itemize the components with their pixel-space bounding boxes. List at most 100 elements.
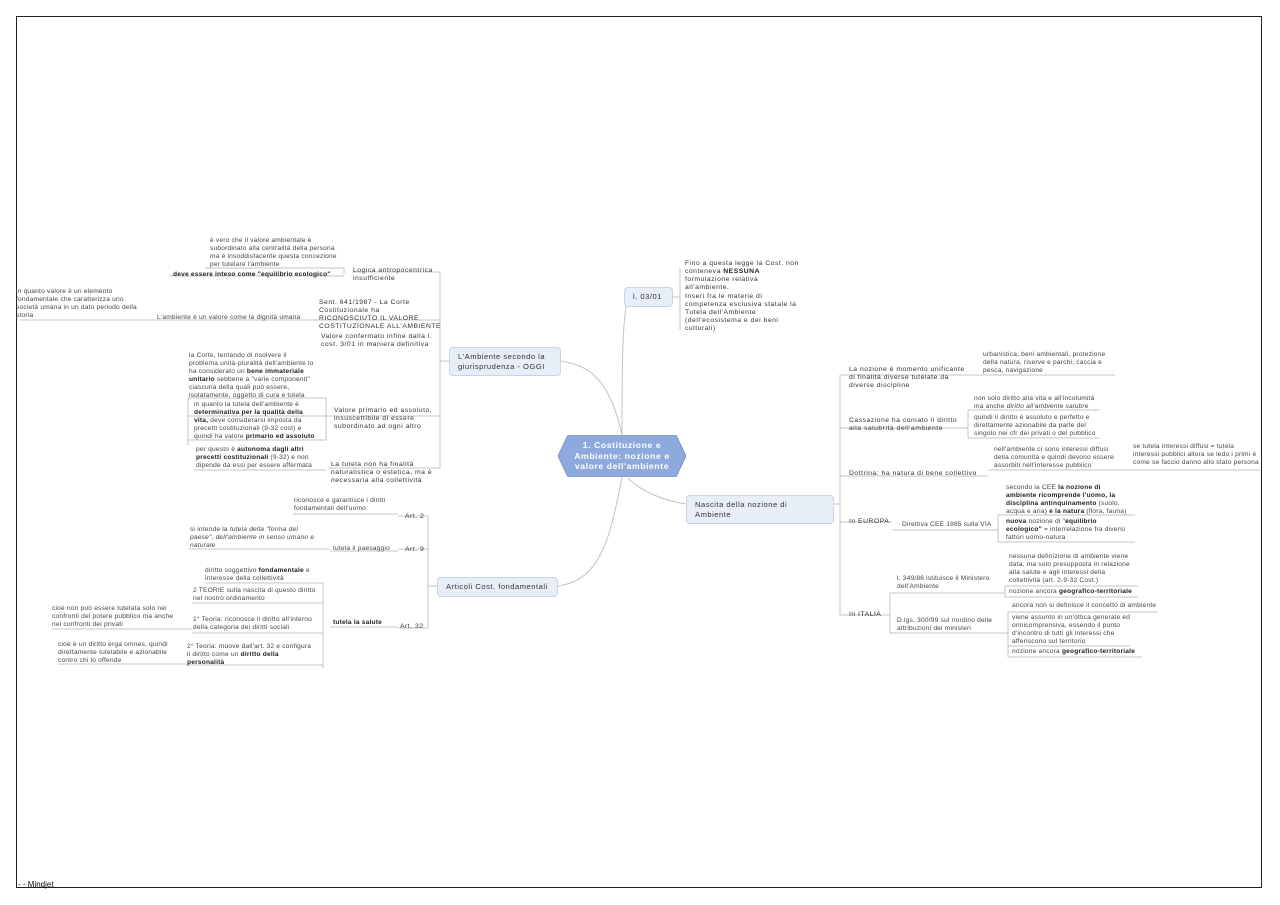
node-tutela-d: primario ed assoluto <box>245 433 315 440</box>
node-diritto-sogg-c: e interesse della collettività <box>205 567 310 582</box>
node-finalita-b: necessaria <box>331 477 369 484</box>
node-finalita-a: La tutela non ha finalità naturalistica … <box>331 461 433 476</box>
node-dlgs-300[interactable]: D.lgs. 300/99 sul riordino delle attribu… <box>897 617 993 632</box>
node-nuova-nozione[interactable]: nuova nozione di "equilibrio ecologico" … <box>1006 518 1125 542</box>
branch-nascita[interactable]: Nascita della nozione di Ambiente <box>686 495 834 524</box>
central-topic[interactable]: 1. Costituzione e Ambiente: nozione e va… <box>558 435 686 477</box>
node-quindi[interactable]: quindi il diritto è assoluto e perfetto … <box>974 414 1096 437</box>
node-non-solo-a: non solo diritto alla vita e all'incolum… <box>974 395 1095 410</box>
node-si-intende[interactable]: si intende la tutela della "forma del pa… <box>190 526 314 550</box>
node-sent-641[interactable]: Sent. 641/1987 - La Corte Costituzionale… <box>319 299 441 331</box>
node-diritto-sogg-b: fondamentale <box>258 567 304 574</box>
node-in-quanto-valore[interactable]: in quanto valore è un elemento fondament… <box>16 288 137 319</box>
node-cioe1[interactable]: cioè non può essere tutelata solo nei co… <box>52 605 174 628</box>
node-direttiva[interactable]: Direttiva CEE 1985 sulla VIA <box>902 521 992 528</box>
node-sent-641-b: RICONOSCIUTO IL VALORE COSTITUZIONALE AL… <box>319 315 442 330</box>
branch-l0301[interactable]: l. 03/01 <box>624 287 673 307</box>
node-ancora-geografico-2[interactable]: nozione ancora geografico-territoriale <box>1012 648 1135 656</box>
node-ancora1-a: nozione ancora <box>1009 588 1059 595</box>
node-fino-a[interactable]: Fino a questa legge la Cost. non contene… <box>685 260 799 292</box>
node-riconosce[interactable]: riconosce e garantisce i diritti fondame… <box>294 497 386 512</box>
node-teoria1[interactable]: 1° Teoria: riconosce il diritto all'inte… <box>193 616 313 631</box>
node-nuova-d: = interrelazione fra diversi fattori uom… <box>1006 526 1126 541</box>
node-nozione-unificante[interactable]: La nozione è momento unificante di final… <box>849 366 965 389</box>
node-per-questo[interactable]: per questo è autonoma dagli altri precet… <box>196 446 312 470</box>
node-tutela-b: determinativa per la qualità della vita, <box>194 409 304 424</box>
node-paesaggio[interactable]: tutela il paesaggio <box>333 545 390 552</box>
node-nessuna-definizione[interactable]: nessuna definizione di ambiente viene da… <box>1009 553 1130 584</box>
node-cee-b: la nozione di ambiente ricomprende l'uom… <box>1006 484 1116 507</box>
node-corte[interactable]: la Corte, tentando di risolvere il probl… <box>189 352 314 400</box>
node-secondo-cee[interactable]: secondo la CEE la nozione di ambiente ri… <box>1006 484 1127 516</box>
node-ancora1-b: geografico-territoriale <box>1058 588 1133 595</box>
node-si-intende-a: si intende la <box>190 526 230 533</box>
node-urbanistica[interactable]: urbanistica, beni ambientali, protezione… <box>983 351 1106 374</box>
node-confermato[interactable]: Valore confermato infine dalla l. cost. … <box>321 333 433 348</box>
node-europa[interactable]: In EUROPA <box>849 518 890 525</box>
node-italia[interactable]: In ITALIA <box>849 611 882 618</box>
node-diritto-soggettivo[interactable]: diritto soggettivo fondamentale e intere… <box>205 567 310 583</box>
node-due-teorie[interactable]: 2 TEORIE sulla nascita di questo diritto… <box>193 587 316 602</box>
node-ancora-geografico-1[interactable]: nozione ancora geografico-territoriale <box>1009 588 1132 596</box>
node-diritto-sogg-a: diritto soggettivo <box>205 567 259 574</box>
node-nuova-a: nuova <box>1006 518 1027 525</box>
node-tutela-a: in quanto la tutela dell'ambiente è <box>194 401 300 408</box>
branch-l0301-label: l. 03/01 <box>633 292 662 301</box>
node-si-intende-b: tutela della "forma del paese", dell'amb… <box>190 526 315 549</box>
node-per-questo-b: autonoma dagli altri precetti costituzio… <box>196 446 304 461</box>
node-ancora2-b: geografico-territoriale <box>1061 648 1136 655</box>
node-tutela-qualita[interactable]: in quanto la tutela dell'ambiente è dete… <box>194 401 315 441</box>
node-sent-641-a: Sent. 641/1987 - La Corte Costituzionale… <box>319 299 410 314</box>
node-e-vero[interactable]: è vero che il valore ambientale è subord… <box>210 237 337 268</box>
node-l349[interactable]: l. 349/86 istituisce il Ministero dell'A… <box>897 575 990 590</box>
node-tutela-salute-text: tutela la salute <box>333 619 383 626</box>
node-tutela-c: deve considerarsi imposta da precetti co… <box>194 417 302 440</box>
node-equilibrio-text: deve essere inteso come "equilibrio ecol… <box>173 271 331 278</box>
node-teoria2-a: 2° Teoria: muove dall'art. 32 e configur… <box>187 643 312 658</box>
node-non-solo-b: diritto all'ambiente salubre <box>1006 403 1089 410</box>
node-finalita-c: alla collettività <box>368 477 423 484</box>
node-cee-c: (suolo, acqua e aria) <box>1006 500 1120 515</box>
branch-giurisprudenza[interactable]: L'Ambiente secondo la giurisprudenza - O… <box>449 347 561 376</box>
node-ancora2-a: nozione ancora <box>1012 648 1062 655</box>
node-nuova-b: nozione di " <box>1026 518 1066 525</box>
footer-mindjet: - - Mindjet <box>18 880 54 889</box>
node-cioe2[interactable]: cioè è un diritto erga omnes, quindi dir… <box>58 641 168 664</box>
node-fino-a-b: NESSUNA <box>723 268 760 275</box>
node-fino-a-a: Fino a questa legge la Cost. non contene… <box>685 260 799 275</box>
branch-articoli[interactable]: Articoli Cost. fondamentali <box>437 577 558 597</box>
node-viene-assunto[interactable]: viene assunto in un'ottica generale ed o… <box>1012 614 1131 645</box>
node-corte-c: sebbene a "varie componenti" ciascuna de… <box>189 376 310 399</box>
node-art32[interactable]: Art. 32 <box>400 623 424 630</box>
node-teoria2[interactable]: 2° Teoria: muove dall'art. 32 e configur… <box>187 643 311 667</box>
node-cassazione[interactable]: Cassazione ha coniato il diritto alla sa… <box>849 417 958 432</box>
node-art9[interactable]: Art. 9 <box>405 546 425 553</box>
node-interessi-diffusi[interactable]: nell'ambiente ci sono interessi diffusi … <box>994 446 1114 469</box>
node-cee-e: (flora, fauna) <box>1084 508 1127 515</box>
node-cee-a: secondo la CEE <box>1006 484 1059 491</box>
node-primario[interactable]: Valore primario ed assoluto, insuscettib… <box>334 407 433 430</box>
page-frame <box>16 16 1262 888</box>
node-per-questo-a: per questo è <box>196 446 238 453</box>
node-teoria2-b: diritto della personalità <box>187 651 279 666</box>
node-corte-a: la Corte, tentando di risolvere il probl… <box>189 352 314 375</box>
node-fino-a-c: formulazione relativa all'ambiente. <box>685 276 759 291</box>
node-dottrina[interactable]: Dottrina: ha natura di bene collettivo <box>849 470 977 477</box>
node-nuova-c: equilibrio ecologico" <box>1006 518 1097 533</box>
node-logica[interactable]: Logica antropocentrica insufficiente <box>353 267 433 282</box>
branch-nascita-label: Nascita della nozione di Ambiente <box>695 500 788 519</box>
node-per-questo-c: (9-32) e non dipende da essi per essere … <box>196 454 312 469</box>
node-art2[interactable]: Art. 2 <box>405 513 425 520</box>
central-topic-label: 1. Costituzione e Ambiente: nozione e va… <box>574 440 670 471</box>
node-se-tutela[interactable]: se tutela interessi diffusi = tutela int… <box>1133 443 1259 466</box>
branch-giurisprudenza-label: L'Ambiente secondo la giurisprudenza - O… <box>458 352 546 371</box>
node-equilibrio[interactable]: deve essere inteso come "equilibrio ecol… <box>173 271 331 279</box>
node-dignita[interactable]: L'ambiente è un valore come la dignità u… <box>157 314 301 321</box>
node-non-solo[interactable]: non solo diritto alla vita e all'incolum… <box>974 395 1095 411</box>
node-corte-b: bene immateriale unitario <box>189 368 304 383</box>
node-finalita[interactable]: La tutela non ha finalità naturalistica … <box>331 461 432 485</box>
node-tutela-salute[interactable]: tutela la salute <box>333 619 382 627</box>
node-inseri[interactable]: Inseri fra le materie di competenza escl… <box>685 293 797 332</box>
node-ancora-non[interactable]: ancora non si definisce il concetto di a… <box>1012 602 1157 609</box>
